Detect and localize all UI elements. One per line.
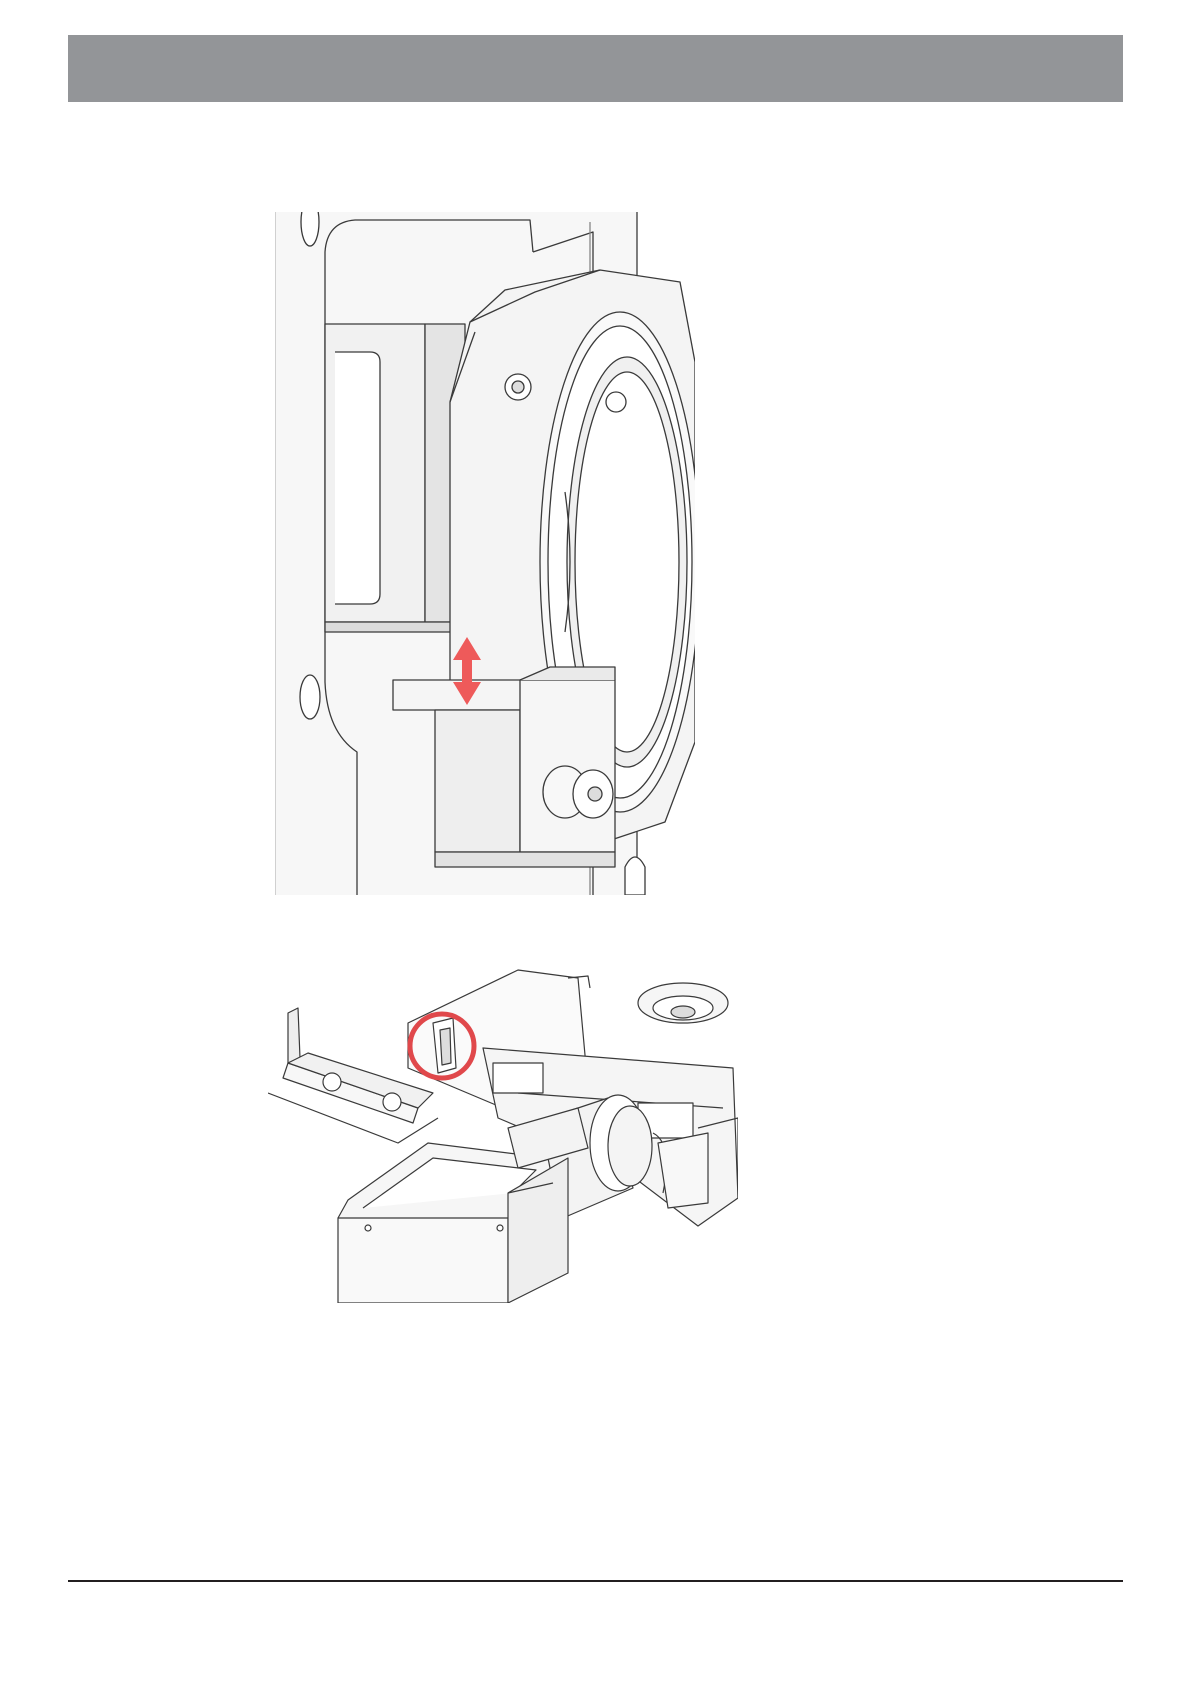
figure-ring-mount [275, 212, 695, 895]
ring-mount-illustration [275, 212, 695, 895]
footer-rule [68, 1580, 1123, 1582]
module-assembly-illustration [268, 968, 738, 1303]
header-bar [68, 35, 1123, 102]
figure-module-assembly [268, 968, 738, 1303]
